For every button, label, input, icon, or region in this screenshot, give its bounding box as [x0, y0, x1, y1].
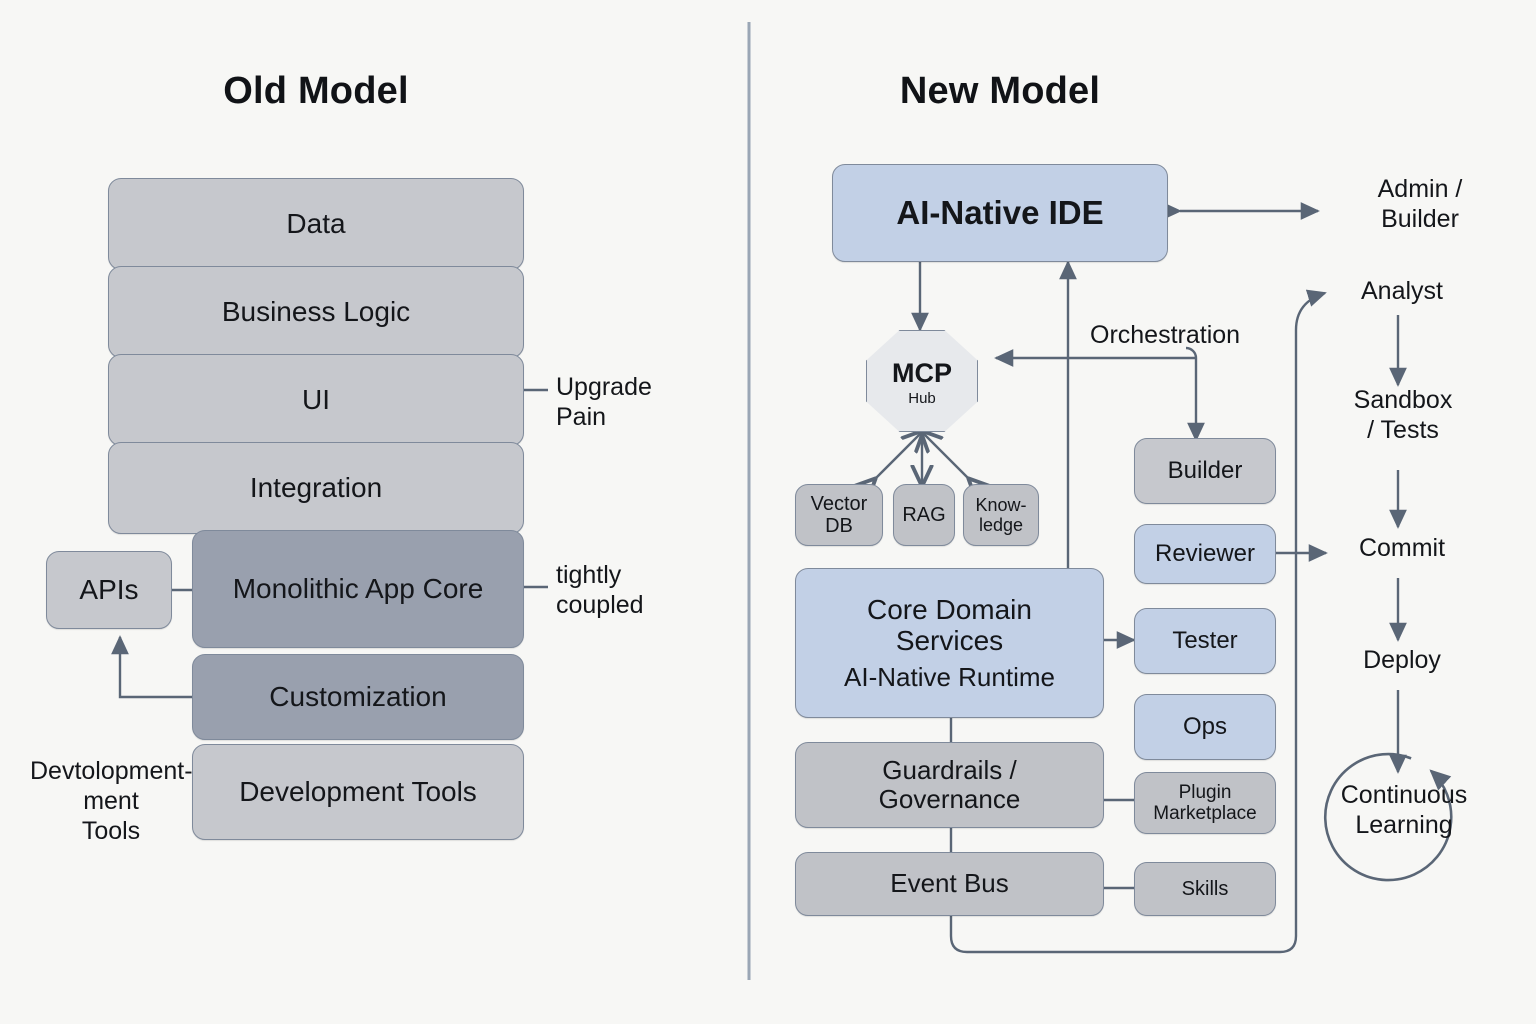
layer-data[interactable]: Data [108, 178, 524, 270]
agent-reviewer-label: Reviewer [1154, 539, 1256, 567]
knowledge-box[interactable]: Know- ledge [963, 484, 1039, 546]
wire-mcp-knowledge [922, 432, 970, 480]
layer-business-logic-label: Business Logic [221, 296, 411, 328]
plugin-marketplace-label: Plugin Marketplace [1153, 781, 1257, 824]
skills-box[interactable]: Skills [1134, 862, 1276, 916]
guardrails-governance-label: Guardrails / Governance [878, 754, 1021, 814]
layer-customization[interactable]: Customization [192, 654, 524, 740]
layer-ui[interactable]: UI [108, 354, 524, 446]
layer-ui-label: UI [302, 384, 330, 416]
apis-box[interactable]: APIs [46, 551, 172, 629]
flow-continuous-learning: Continuous Learning [1340, 781, 1468, 839]
ai-native-ide[interactable]: AI-Native IDE [832, 164, 1168, 262]
event-bus-label: Event Bus [890, 868, 1009, 899]
annotation-devtolopment-tools: Devtolopment- ment Tools [30, 757, 193, 845]
core-domain-line3: AI-Native Runtime [844, 661, 1055, 692]
agent-tester[interactable]: Tester [1134, 608, 1276, 674]
flow-deploy: Deploy [1363, 646, 1441, 674]
vector-db-label: Vector DB [810, 492, 868, 537]
plugin-marketplace[interactable]: Plugin Marketplace [1134, 772, 1276, 834]
vector-db-box[interactable]: Vector DB [795, 484, 883, 546]
mcp-hub-subtitle: Hub [908, 389, 936, 407]
core-domain-line1: Core Domain [867, 594, 1032, 626]
agent-tester-label: Tester [1172, 626, 1238, 654]
apis-label: APIs [79, 574, 139, 606]
flow-admin-builder: Admin / Builder [1377, 175, 1463, 233]
layer-business-logic[interactable]: Business Logic [108, 266, 524, 358]
core-domain-line2: Services [895, 625, 1004, 657]
agent-builder[interactable]: Builder [1134, 438, 1276, 504]
rag-box[interactable]: RAG [893, 484, 955, 546]
guardrails-governance[interactable]: Guardrails / Governance [795, 742, 1104, 828]
left-panel-title: Old Model [223, 70, 409, 112]
layer-customization-label: Customization [269, 681, 447, 713]
mcp-hub-title: MCP [892, 357, 952, 388]
layer-integration[interactable]: Integration [108, 442, 524, 534]
mcp-hub[interactable]: MCP Hub [866, 330, 978, 432]
layer-development-tools-label: Development Tools [239, 776, 477, 808]
annotation-tightly-coupled: tightly coupled [556, 561, 644, 619]
right-panel-title: New Model [899, 70, 1101, 112]
skills-label: Skills [1181, 877, 1229, 900]
flow-commit: Commit [1358, 534, 1446, 562]
flow-sandbox-tests: Sandbox / Tests [1353, 386, 1453, 444]
knowledge-label: Know- ledge [975, 494, 1027, 535]
agent-ops-label: Ops [1182, 712, 1227, 740]
layer-integration-label: Integration [249, 472, 383, 504]
edge-label-orchestration: Orchestration [1090, 321, 1241, 349]
layer-monolithic-app-core-label: Monolithic App Core [232, 573, 484, 605]
event-bus[interactable]: Event Bus [795, 852, 1104, 916]
flow-analyst: Analyst [1361, 277, 1443, 305]
ai-native-ide-label: AI-Native IDE [896, 193, 1104, 231]
layer-monolithic-app-core[interactable]: Monolithic App Core [192, 530, 524, 648]
agent-ops[interactable]: Ops [1134, 694, 1276, 760]
layer-data-label: Data [286, 208, 346, 240]
rag-label: RAG [902, 503, 946, 526]
agent-reviewer[interactable]: Reviewer [1134, 524, 1276, 584]
agent-builder-label: Builder [1167, 456, 1243, 484]
layer-development-tools[interactable]: Development Tools [192, 744, 524, 840]
core-domain-services[interactable]: Core Domain Services AI-Native Runtime [795, 568, 1104, 718]
wire-customization-apis [111, 635, 192, 699]
wire-mcp-vectordb [874, 432, 922, 480]
annotation-upgrade-pain: Upgrade Pain [556, 373, 652, 431]
